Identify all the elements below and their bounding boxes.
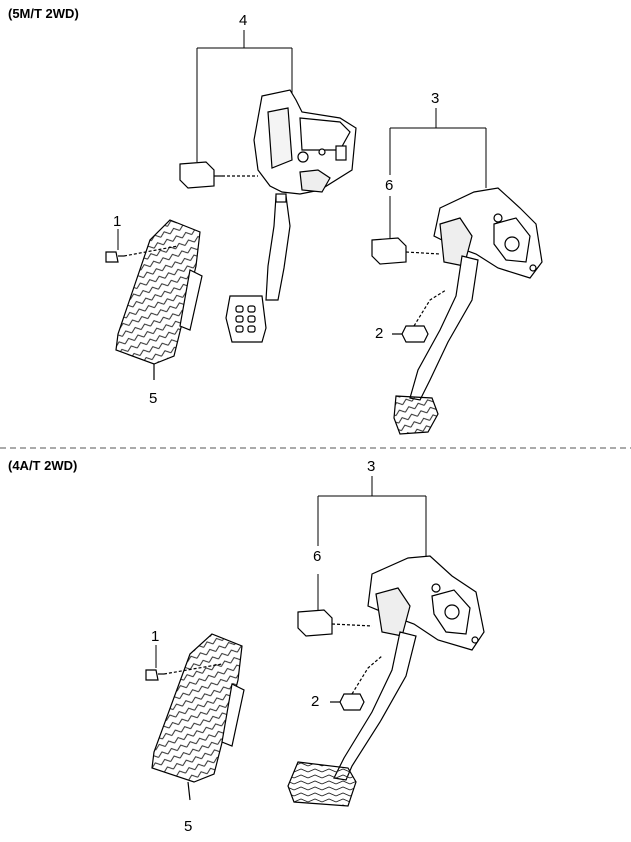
section-title-manual: (5M/T 2WD) — [8, 6, 79, 21]
nut-top — [392, 289, 447, 343]
callout-2-bottom: 2 — [311, 693, 320, 710]
stop-lamp-switch-bottom — [297, 609, 373, 637]
callout-6-top: 6 — [385, 177, 394, 194]
clutch-pedal-assembly — [225, 89, 357, 343]
brake-pedal-assembly-top — [393, 187, 543, 435]
callout-1-top: 1 — [113, 213, 122, 230]
brake-pedal-assembly-bottom — [287, 555, 485, 807]
section-title-automatic: (4A/T 2WD) — [8, 458, 78, 473]
callout-6-bottom: 6 — [313, 548, 322, 565]
callout-3-top: 3 — [431, 90, 440, 107]
nut-bottom — [330, 655, 383, 711]
callout-5-top: 5 — [149, 390, 158, 407]
leader-lines — [117, 229, 157, 668]
callout-1-bottom: 1 — [151, 628, 160, 645]
callout-4-top: 4 — [239, 12, 248, 29]
accelerator-pedal-bottom — [145, 633, 245, 801]
callout-4-bracket — [196, 30, 293, 162]
callout-3-bottom: 3 — [367, 458, 376, 475]
callout-5-bottom: 5 — [184, 818, 193, 835]
callout-2-top: 2 — [375, 325, 384, 342]
callout-3-bracket-top — [389, 108, 487, 238]
accelerator-pedal-top — [105, 219, 203, 380]
stop-lamp-switch-top — [371, 237, 441, 265]
callout-3-bracket-bottom — [317, 476, 427, 610]
clutch-switch — [179, 161, 258, 189]
